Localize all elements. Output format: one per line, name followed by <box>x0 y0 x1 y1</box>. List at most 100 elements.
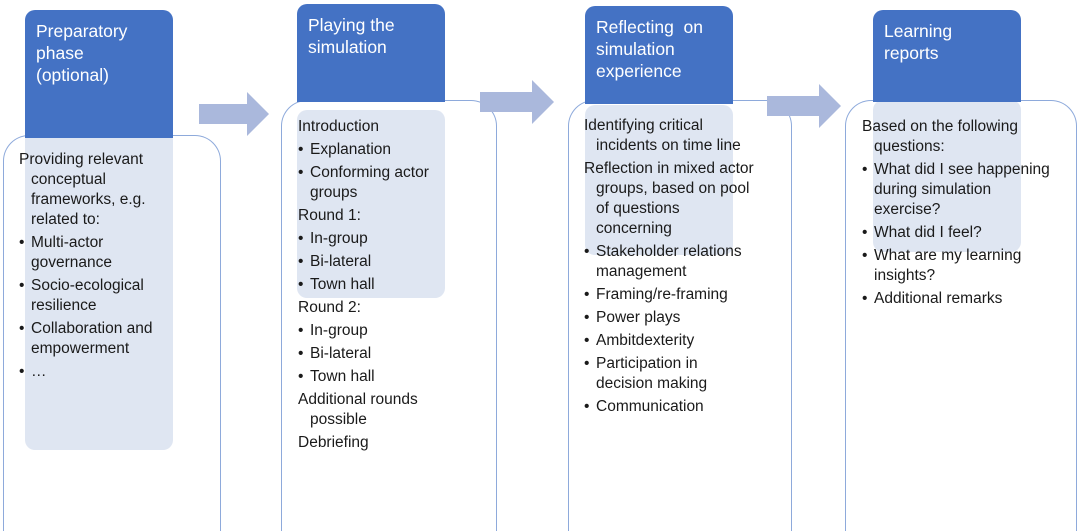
text-line: Additional remarks <box>874 290 1003 307</box>
stage-1-title-line: (optional) <box>36 65 109 85</box>
bullet-item: Socio-ecological resilience <box>19 276 214 316</box>
text-line: What are my learning <box>874 247 1022 264</box>
text-line: Power plays <box>596 309 681 326</box>
text-line: of questions <box>596 200 680 217</box>
bullet-item: Conforming actor groups <box>298 163 488 203</box>
text-line: … <box>31 363 47 380</box>
stage-4-header: Learning reports <box>873 10 1021 102</box>
text-paragraph: Additional rounds possible <box>298 390 488 430</box>
text-line: Town hall <box>310 368 375 385</box>
text-line: Round 1: <box>298 207 361 224</box>
text-line: Based on the following <box>862 118 1018 135</box>
text-line: questions: <box>874 138 945 155</box>
text-line: insights? <box>874 267 936 284</box>
stage-1-title-line: Preparatory <box>36 21 128 41</box>
arrow-shape <box>480 80 554 124</box>
text-line: Participation in <box>596 355 698 372</box>
text-line: In-group <box>310 322 368 339</box>
text-line: incidents on time line <box>596 137 741 154</box>
bullet-item: In-group <box>298 229 488 249</box>
stage-3-shade <box>585 105 733 255</box>
flow-arrow-3 <box>767 84 841 128</box>
bullet-item: Ambitdexterity <box>584 331 789 351</box>
arrow-shape <box>767 84 841 128</box>
text-line: Conforming actor <box>310 164 429 181</box>
text-line: Debriefing <box>298 434 369 451</box>
bullet-item: Explanation <box>298 140 488 160</box>
text-line: during simulation <box>874 181 992 198</box>
stage-2-title-line: Playing the <box>308 15 395 35</box>
text-line: possible <box>310 411 367 428</box>
text-line: empowerment <box>31 340 130 357</box>
bullet-item: Additional remarks <box>862 289 1072 309</box>
text-line: decision making <box>596 375 708 392</box>
bullet-item: In-group <box>298 321 488 341</box>
text-line: What did I see happening <box>874 161 1050 178</box>
arrow-shape <box>199 92 269 136</box>
text-line: Framing/re-framing <box>596 286 728 303</box>
text-line: Reflection in mixed actor <box>584 160 754 177</box>
bullet-item: Power plays <box>584 308 789 328</box>
stage-1-body: Providing relevant conceptual frameworks… <box>19 150 214 382</box>
stage-2-body: Introduction Explanation Conforming acto… <box>298 117 488 453</box>
bullet-item: Multi-actor governance <box>19 233 214 273</box>
bullet-item: Bi-lateral <box>298 252 488 272</box>
stage-4-body: Based on the following questions: What d… <box>862 117 1072 309</box>
stage-4-title-line: reports <box>884 43 939 63</box>
text-line: Town hall <box>310 276 375 293</box>
bullet-item: Participation in decision making <box>584 354 789 394</box>
text-line: groups, based on pool <box>596 180 750 197</box>
text-line: What did I feel? <box>874 224 982 241</box>
text-line: Identifying critical <box>584 117 703 134</box>
text-line: Additional rounds <box>298 391 418 408</box>
intro-paragraph: Providing relevant conceptual frameworks… <box>19 150 214 230</box>
text-line: Explanation <box>310 141 392 158</box>
bullet-item: Bi-lateral <box>298 344 488 364</box>
bullet-item: What did I feel? <box>862 223 1072 243</box>
stage-1-title-line: phase <box>36 43 84 63</box>
stage-4-title-line: Learning <box>884 21 953 41</box>
stage-2-header: Playing the simulation <box>297 4 445 102</box>
text-line: Round 2: <box>298 299 361 316</box>
text-line: Stakeholder relations <box>596 243 742 260</box>
stage-2-title-line: simulation <box>308 37 387 57</box>
bullet-item: … <box>19 362 214 382</box>
text-line: Collaboration and <box>31 320 153 337</box>
stage-3-body: Identifying critical incidents on time l… <box>584 116 789 417</box>
text-paragraph: Based on the following questions: <box>862 117 1072 157</box>
bullet-item: Communication <box>584 397 789 417</box>
text-line: Providing relevant <box>19 151 144 168</box>
bullet-item: What did I see happening during simulati… <box>862 160 1072 220</box>
text-line: Bi-lateral <box>310 253 372 270</box>
text-line: Communication <box>596 398 704 415</box>
text-paragraph: Reflection in mixed actor groups, based … <box>584 159 789 239</box>
bullet-item: Town hall <box>298 367 488 387</box>
text-paragraph: Identifying critical incidents on time l… <box>584 116 789 156</box>
stage-1-header: Preparatory phase (optional) <box>25 10 173 138</box>
text-line: management <box>596 263 687 280</box>
stage-3-title-line: experience <box>596 61 682 81</box>
flow-arrow-2 <box>480 80 554 124</box>
bullet-item: Stakeholder relations management <box>584 242 789 282</box>
text-line: related to: <box>31 211 100 228</box>
flow-arrow-1 <box>199 92 269 136</box>
stage-3-header: Reflecting on simulation experience <box>585 6 733 104</box>
text-line: In-group <box>310 230 368 247</box>
text-line: Introduction <box>298 118 379 135</box>
text-line: governance <box>31 254 113 271</box>
text-line: groups <box>310 184 358 201</box>
text-line: resilience <box>31 297 97 314</box>
text-line: Socio-ecological <box>31 277 144 294</box>
stage-3-title-line: simulation <box>596 39 675 59</box>
text-line: exercise? <box>874 201 941 218</box>
bullet-item: What are my learning insights? <box>862 246 1072 286</box>
text-line: Ambitdexterity <box>596 332 695 349</box>
text-line: frameworks, e.g. <box>31 191 146 208</box>
text-line: concerning <box>596 220 672 237</box>
bullet-item: Town hall <box>298 275 488 295</box>
text-line: Bi-lateral <box>310 345 372 362</box>
bullet-item: Collaboration and empowerment <box>19 319 214 359</box>
text-line: conceptual <box>31 171 106 188</box>
text-line: Multi-actor <box>31 234 104 251</box>
bullet-item: Framing/re-framing <box>584 285 789 305</box>
